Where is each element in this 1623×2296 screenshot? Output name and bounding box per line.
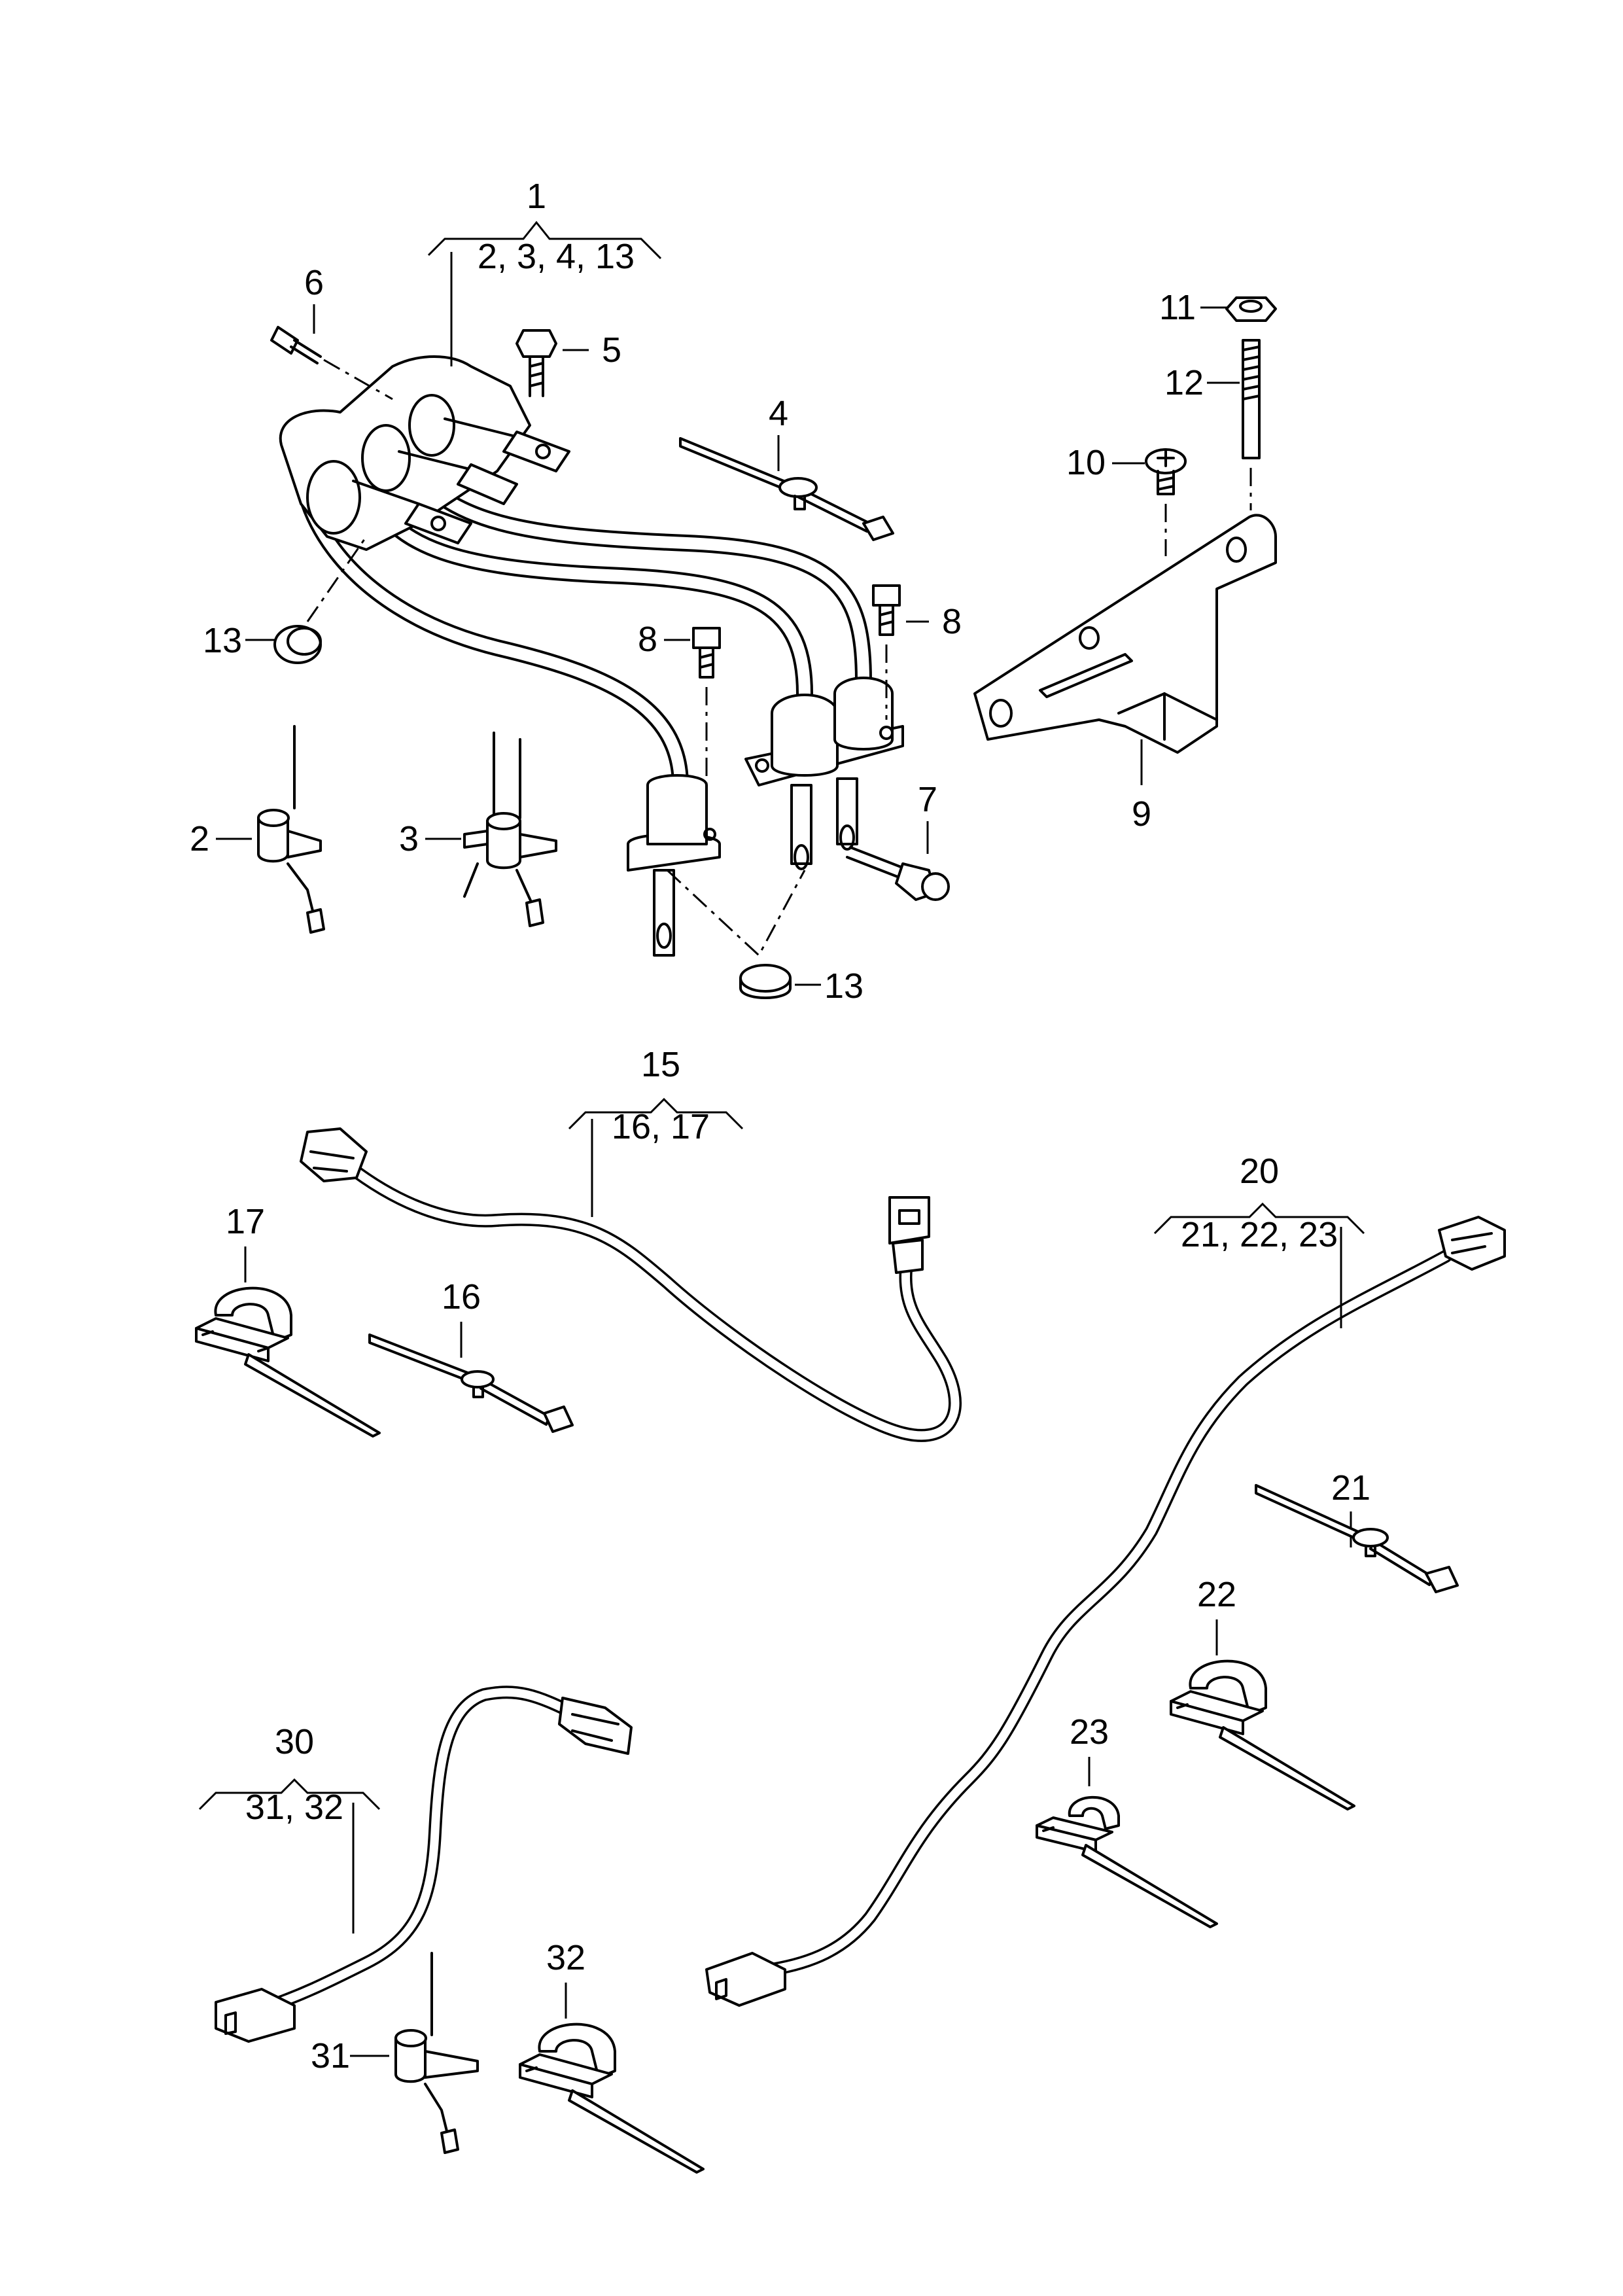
bolt-8-right: 8 — [872, 584, 962, 720]
cap-13-top: 13 — [203, 536, 368, 664]
sensor-clip-3: 3 — [399, 732, 557, 927]
label-30-sub: 31, 32 — [245, 1788, 343, 1827]
label-31: 31 — [311, 2036, 350, 2075]
label-3: 3 — [399, 819, 419, 858]
label-32: 32 — [546, 1938, 585, 1977]
label-21: 21 — [1331, 1468, 1370, 1508]
nut-11: 11 — [1159, 288, 1277, 327]
bolt-7: 7 — [846, 780, 950, 901]
bracket-9: 9 — [973, 514, 1277, 834]
bolt-8-left: 8 — [638, 620, 721, 824]
label-16: 16 — [442, 1277, 481, 1316]
label-8a: 8 — [638, 620, 657, 659]
stud-12: 12 — [1164, 339, 1261, 510]
label-30: 30 — [275, 1722, 314, 1761]
wiring-harness-20: 20 21, 22, 23 — [705, 1152, 1506, 2007]
clamp-22: 22 — [1170, 1575, 1355, 1810]
label-2: 2 — [190, 819, 209, 858]
label-6: 6 — [304, 263, 324, 302]
wiring-harness-30: 30 31, 32 — [198, 1686, 633, 2043]
label-20-sub: 21, 22, 23 — [1181, 1215, 1338, 1254]
label-7: 7 — [918, 780, 937, 819]
label-13b: 13 — [824, 966, 864, 1006]
screw-10: 10 — [1066, 443, 1187, 556]
bolt-6: 6 — [270, 263, 393, 400]
clamp-23: 23 — [1036, 1712, 1218, 1928]
label-12: 12 — [1164, 363, 1204, 402]
label-15: 15 — [641, 1045, 680, 1084]
label-8b: 8 — [942, 602, 962, 641]
cable-tie-4: 4 — [679, 394, 894, 541]
clamp-32: 32 — [519, 1938, 705, 2174]
label-1: 1 — [527, 177, 546, 216]
label-13a: 13 — [203, 621, 242, 660]
cable-tie-21: 21 — [1255, 1468, 1459, 1593]
clamp-17: 17 — [195, 1202, 381, 1438]
label-5: 5 — [602, 330, 621, 370]
sensor-clip-2: 2 — [190, 725, 325, 934]
label-9: 9 — [1132, 794, 1151, 834]
sensor-clip-31: 31 — [311, 1952, 479, 2154]
cap-13-bottom: 13 — [666, 869, 864, 1006]
bolt-5: 5 — [515, 329, 621, 397]
label-20: 20 — [1240, 1152, 1279, 1191]
label-11: 11 — [1159, 288, 1196, 327]
label-4: 4 — [769, 394, 788, 433]
label-23: 23 — [1070, 1712, 1109, 1752]
label-10: 10 — [1066, 443, 1106, 482]
hose-assembly-1: 1 2, 3, 4, 13 — [279, 177, 904, 957]
label-22: 22 — [1197, 1575, 1236, 1614]
label-1-sub: 2, 3, 4, 13 — [478, 237, 635, 276]
cable-tie-16: 16 — [368, 1277, 574, 1433]
label-17: 17 — [226, 1202, 265, 1241]
wiring-harness-15: 15 16, 17 — [300, 1045, 962, 1442]
label-15-sub: 16, 17 — [612, 1107, 710, 1146]
